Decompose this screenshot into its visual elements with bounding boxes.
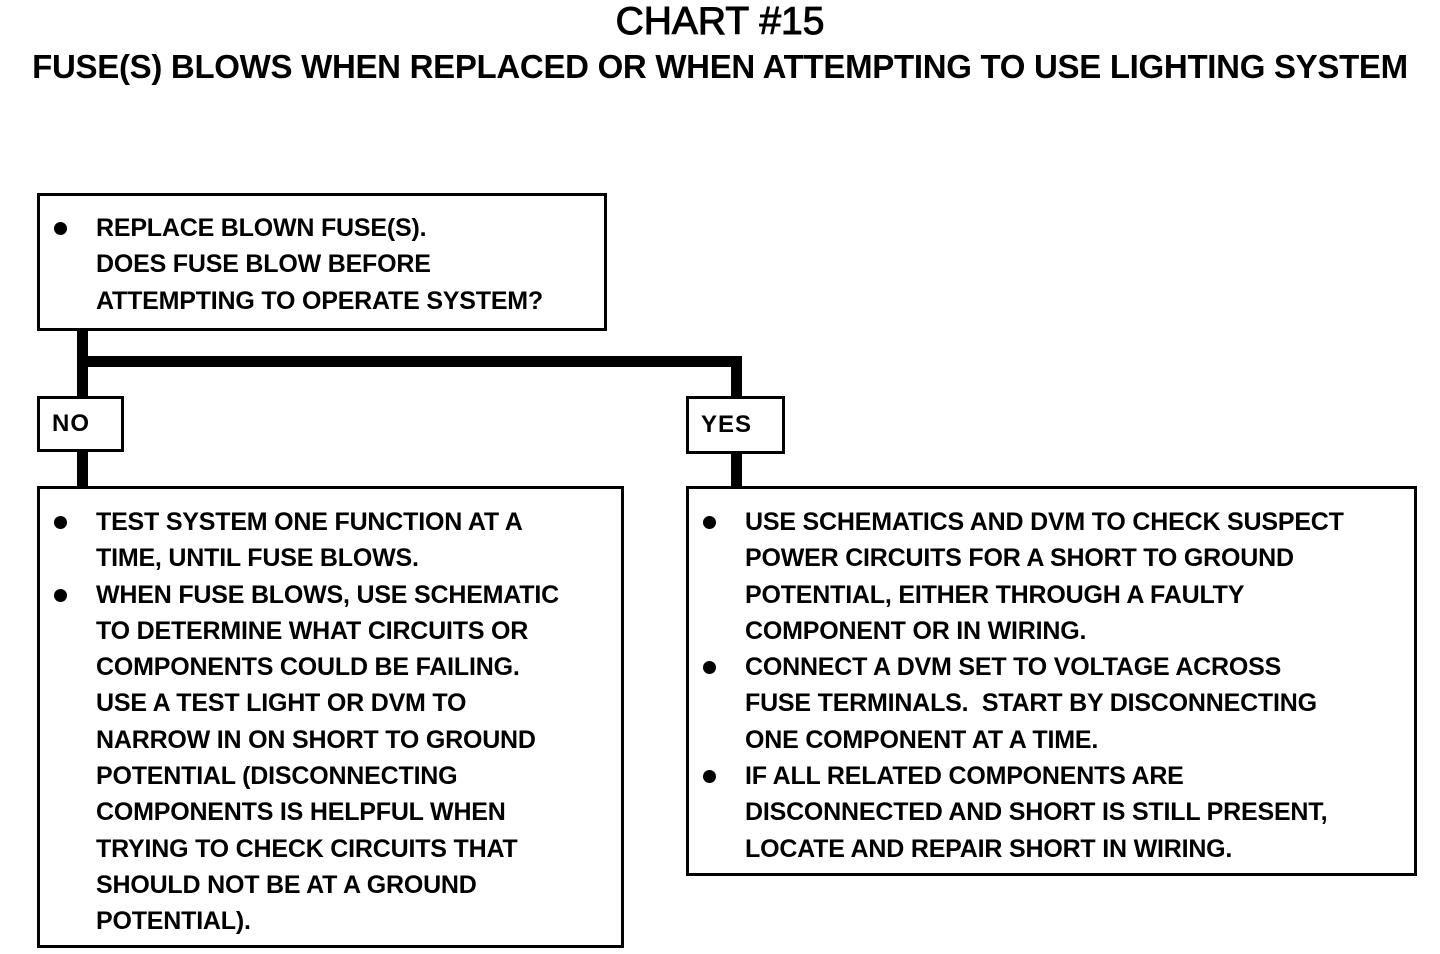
no-box-line: WHEN FUSE BLOWS, USE SCHEMATIC — [96, 580, 559, 609]
start-box-line: ATTEMPTING TO OPERATE SYSTEM? — [96, 286, 543, 315]
no-branch-box: TEST SYSTEM ONE FUNCTION AT A TIME, UNTI… — [37, 486, 624, 948]
yes-box-line: IF ALL RELATED COMPONENTS ARE — [745, 762, 1184, 791]
connector-horizontal — [77, 356, 742, 367]
yes-box-line: POWER CIRCUITS FOR A SHORT TO GROUND — [745, 544, 1294, 573]
no-box-line: COMPONENTS IS HELPFUL WHEN — [96, 798, 506, 827]
bullet-icon — [703, 770, 716, 784]
connector-yes-down — [731, 356, 742, 398]
start-box-line: DOES FUSE BLOW BEFORE — [96, 250, 431, 279]
no-box-line: POTENTIAL). — [96, 907, 251, 936]
no-box-line: NARROW IN ON SHORT TO GROUND — [96, 725, 536, 754]
yes-branch-label: YES — [686, 396, 785, 454]
bullet-icon — [54, 588, 67, 602]
chart-subtitle: FUSE(S) BLOWS WHEN REPLACED OR WHEN ATTE… — [32, 48, 1408, 85]
no-box-line: TEST SYSTEM ONE FUNCTION AT A — [96, 508, 523, 536]
connector-no-to-box — [77, 450, 88, 488]
no-box-line: COMPONENTS COULD BE FAILING. — [96, 653, 520, 682]
bullet-icon — [54, 516, 67, 529]
yes-box-line: DISCONNECTED AND SHORT IS STILL PRESENT, — [745, 798, 1328, 827]
start-decision-box: REPLACE BLOWN FUSE(S). DOES FUSE BLOW BE… — [37, 193, 607, 331]
no-box-line: TIME, UNTIL FUSE BLOWS. — [96, 544, 419, 573]
no-box-line: TRYING TO CHECK CIRCUITS THAT — [96, 834, 518, 863]
start-box-line: REPLACE BLOWN FUSE(S). — [96, 214, 427, 242]
yes-box-item: IF ALL RELATED COMPONENTS ARE DISCONNECT… — [689, 758, 1414, 867]
chart-title: CHART #15 — [615, 0, 825, 44]
no-branch-label: NO — [37, 396, 124, 452]
no-box-line: USE A TEST LIGHT OR DVM TO — [96, 689, 467, 718]
bullet-icon — [54, 222, 67, 235]
yes-box-line: COMPONENT OR IN WIRING. — [745, 616, 1087, 645]
yes-box-line: CONNECT A DVM SET TO VOLTAGE ACROSS — [745, 653, 1282, 682]
bullet-icon — [703, 516, 716, 529]
yes-box-item: CONNECT A DVM SET TO VOLTAGE ACROSS FUSE… — [689, 649, 1414, 758]
no-box-item: TEST SYSTEM ONE FUNCTION AT A TIME, UNTI… — [40, 504, 621, 577]
yes-box-line: ONE COMPONENT AT A TIME. — [745, 725, 1099, 754]
start-box-item: REPLACE BLOWN FUSE(S). DOES FUSE BLOW BE… — [40, 210, 604, 319]
bullet-icon — [703, 661, 716, 675]
no-box-item: WHEN FUSE BLOWS, USE SCHEMATIC TO DETERM… — [40, 577, 621, 940]
yes-branch-box: USE SCHEMATICS AND DVM TO CHECK SUSPECT … — [686, 486, 1417, 876]
no-box-line: POTENTIAL (DISCONNECTING — [96, 762, 458, 791]
yes-box-line: LOCATE AND REPAIR SHORT IN WIRING. — [745, 834, 1233, 863]
no-box-line: TO DETERMINE WHAT CIRCUITS OR — [96, 616, 529, 645]
yes-box-line: USE SCHEMATICS AND DVM TO CHECK SUSPECT — [745, 508, 1344, 536]
no-box-line: SHOULD NOT BE AT A GROUND — [96, 870, 477, 899]
yes-box-item: USE SCHEMATICS AND DVM TO CHECK SUSPECT … — [689, 504, 1414, 649]
connector-yes-to-box — [731, 452, 742, 488]
yes-box-line: POTENTIAL, EITHER THROUGH A FAULTY — [745, 580, 1245, 609]
yes-box-line: FUSE TERMINALS. START BY DISCONNECTING — [745, 689, 1317, 718]
